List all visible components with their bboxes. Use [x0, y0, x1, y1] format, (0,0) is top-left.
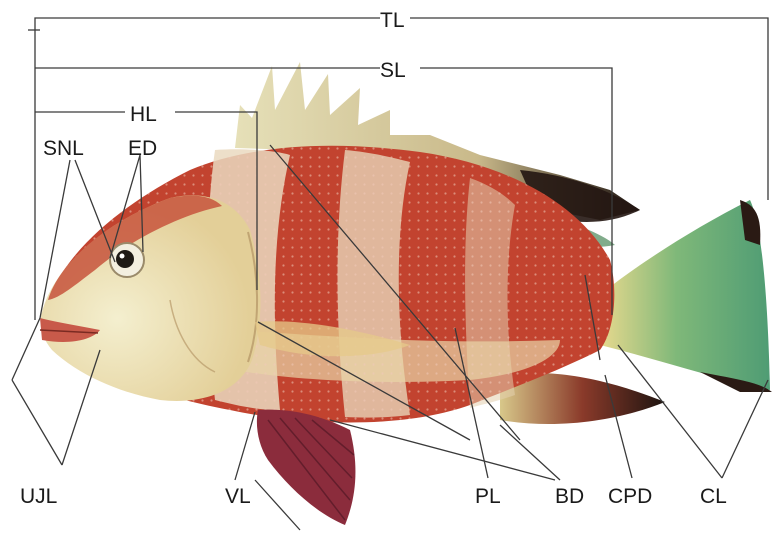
label-pl: PL	[475, 485, 501, 508]
label-snl: SNL	[43, 137, 84, 160]
pelvic-fin	[257, 410, 356, 525]
label-vl: VL	[225, 485, 251, 508]
label-ujl: UJL	[20, 485, 57, 508]
label-sl: SL	[380, 59, 406, 82]
label-cpd: CPD	[608, 485, 652, 508]
label-bd: BD	[555, 485, 584, 508]
label-tl: TL	[380, 9, 405, 32]
label-hl: HL	[130, 103, 157, 126]
fish-illustration	[40, 62, 772, 525]
label-ed: ED	[128, 137, 157, 160]
label-cl: CL	[700, 485, 727, 508]
